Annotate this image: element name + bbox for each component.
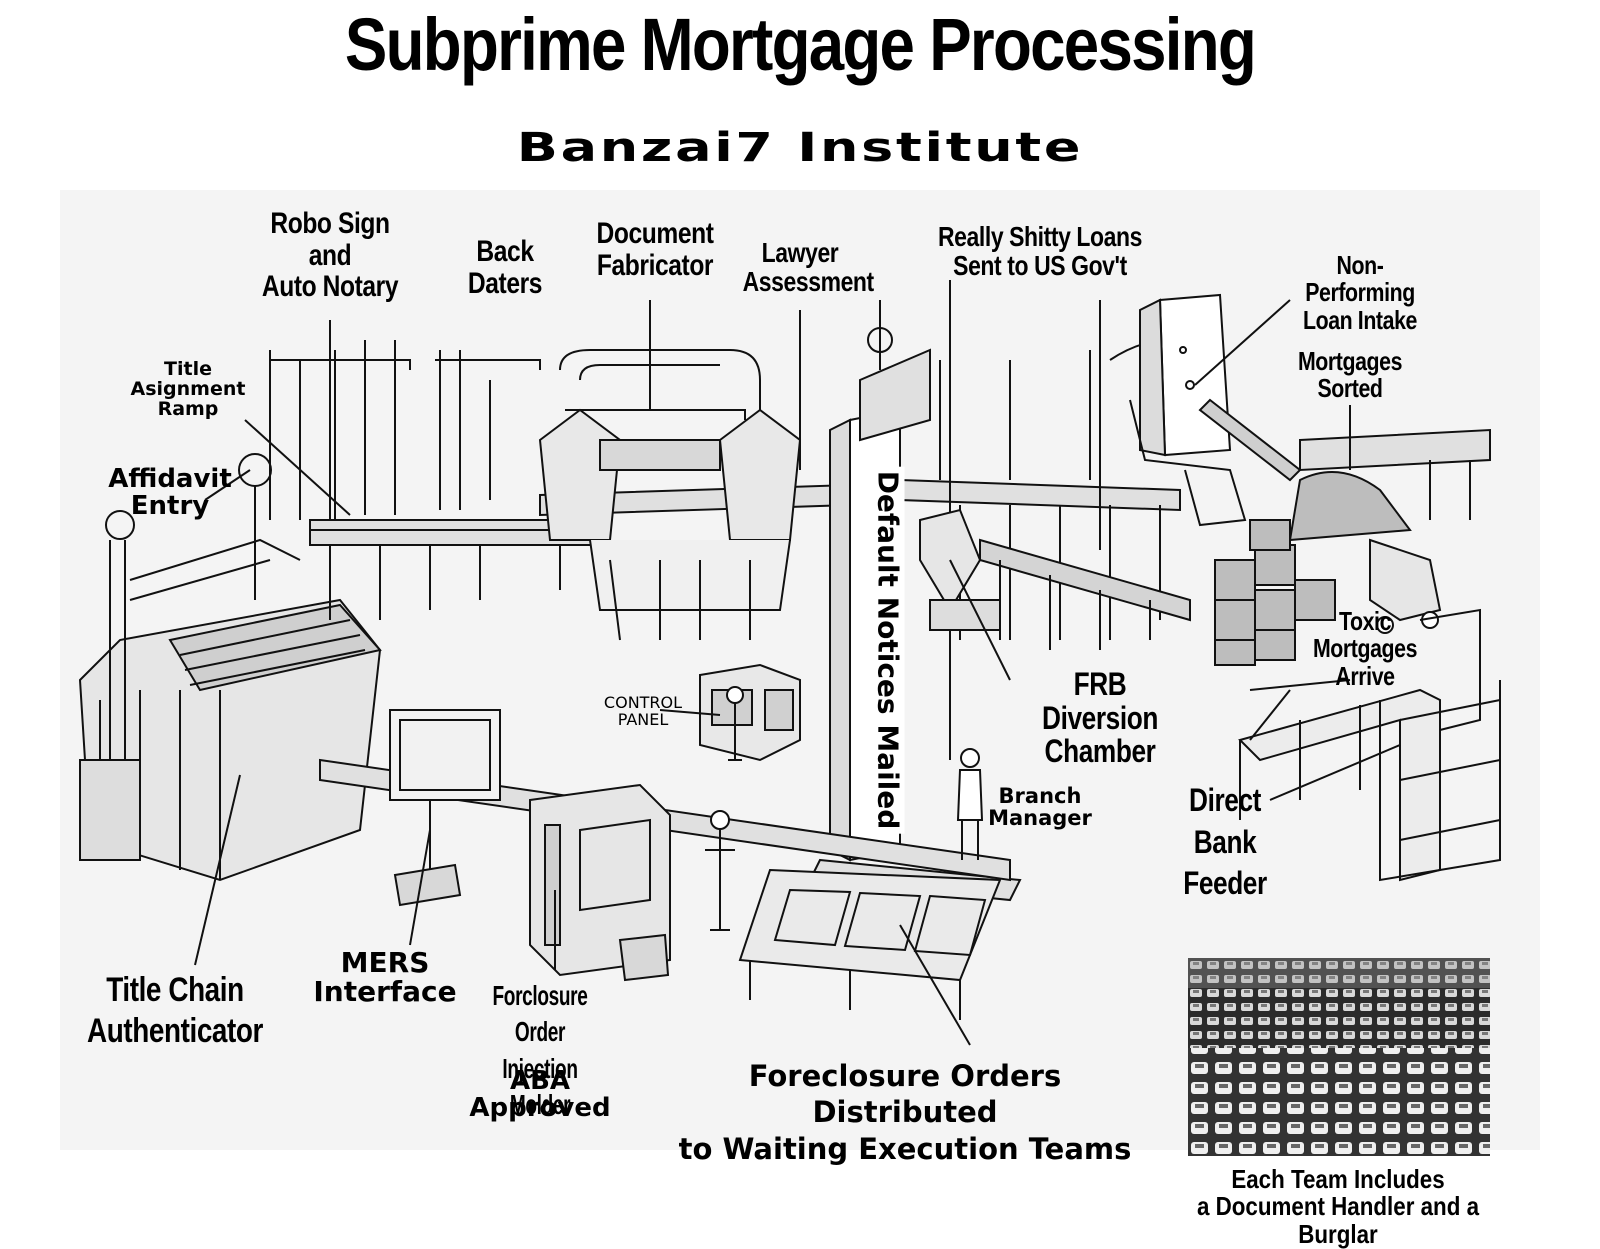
distribution-table <box>738 868 1002 1020</box>
branch-manager-figure <box>956 748 984 860</box>
parking-lot-cars <box>1188 958 1490 1156</box>
label-affidavit-entry: Affidavit Entry <box>108 464 232 522</box>
callout-lines <box>194 299 1401 1046</box>
intake-silo <box>1129 293 1491 527</box>
team-caption: Each Team Includes a Document Handler an… <box>1196 1164 1480 1249</box>
diagram-title: Subprime Mortgage Processing <box>344 3 1257 86</box>
hoppers <box>538 408 802 641</box>
label-toxic-mortgages: Toxic Mortgages Arrive <box>1312 606 1418 691</box>
label-direct-bank-feeder: Direct Bank Feeder <box>1183 782 1267 902</box>
label-mers-interface: MERS Interface <box>313 946 457 1009</box>
control-panel-console <box>699 663 801 762</box>
label-aba-approved: ABA Approved <box>469 1066 611 1124</box>
title-chain-machine <box>78 453 382 882</box>
label-default-notices-wrap: Default Notices Mailed <box>868 466 908 834</box>
label-back-daters: Back Daters <box>467 235 543 300</box>
label-robo-sign: Robo Sign and Auto Notary <box>261 207 399 303</box>
diagram-subtitle: Banzai7 Institute <box>516 125 1084 171</box>
injection-molder <box>529 783 735 982</box>
frb-chamber <box>919 508 1191 650</box>
upper-walkway <box>309 478 1181 640</box>
label-frb-diversion: FRB Diversion Chamber <box>1042 666 1158 770</box>
label-branch-manager: Branch Manager <box>988 784 1092 831</box>
label-title-assignment-ramp: Title Asignment Ramp <box>130 358 246 420</box>
label-control-panel: CONTROL PANEL <box>603 693 683 729</box>
label-mortgages-sorted: Mortgages Sorted <box>1297 346 1403 404</box>
label-lawyer-assessment: Lawyer Assessment <box>742 237 875 298</box>
label-injection-molder: Forclosure Order Injection Molder <box>492 980 588 1121</box>
parking-lot-photo <box>1188 958 1490 1156</box>
label-title-chain: Title Chain Authenticator <box>87 971 263 1050</box>
label-non-performing: Non-Performing Loan Intake <box>1303 250 1417 335</box>
mortgage-pile <box>1214 471 1442 666</box>
label-default-notices: Default Notices Mailed <box>871 466 905 834</box>
label-foreclosure-orders: Foreclosure Orders Distributed to Waitin… <box>678 1059 1132 1166</box>
label-shitty-loans: Really Shitty Loans Sent to US Gov't <box>937 221 1143 282</box>
label-document-fabricator: Document Fabricator <box>596 217 714 282</box>
